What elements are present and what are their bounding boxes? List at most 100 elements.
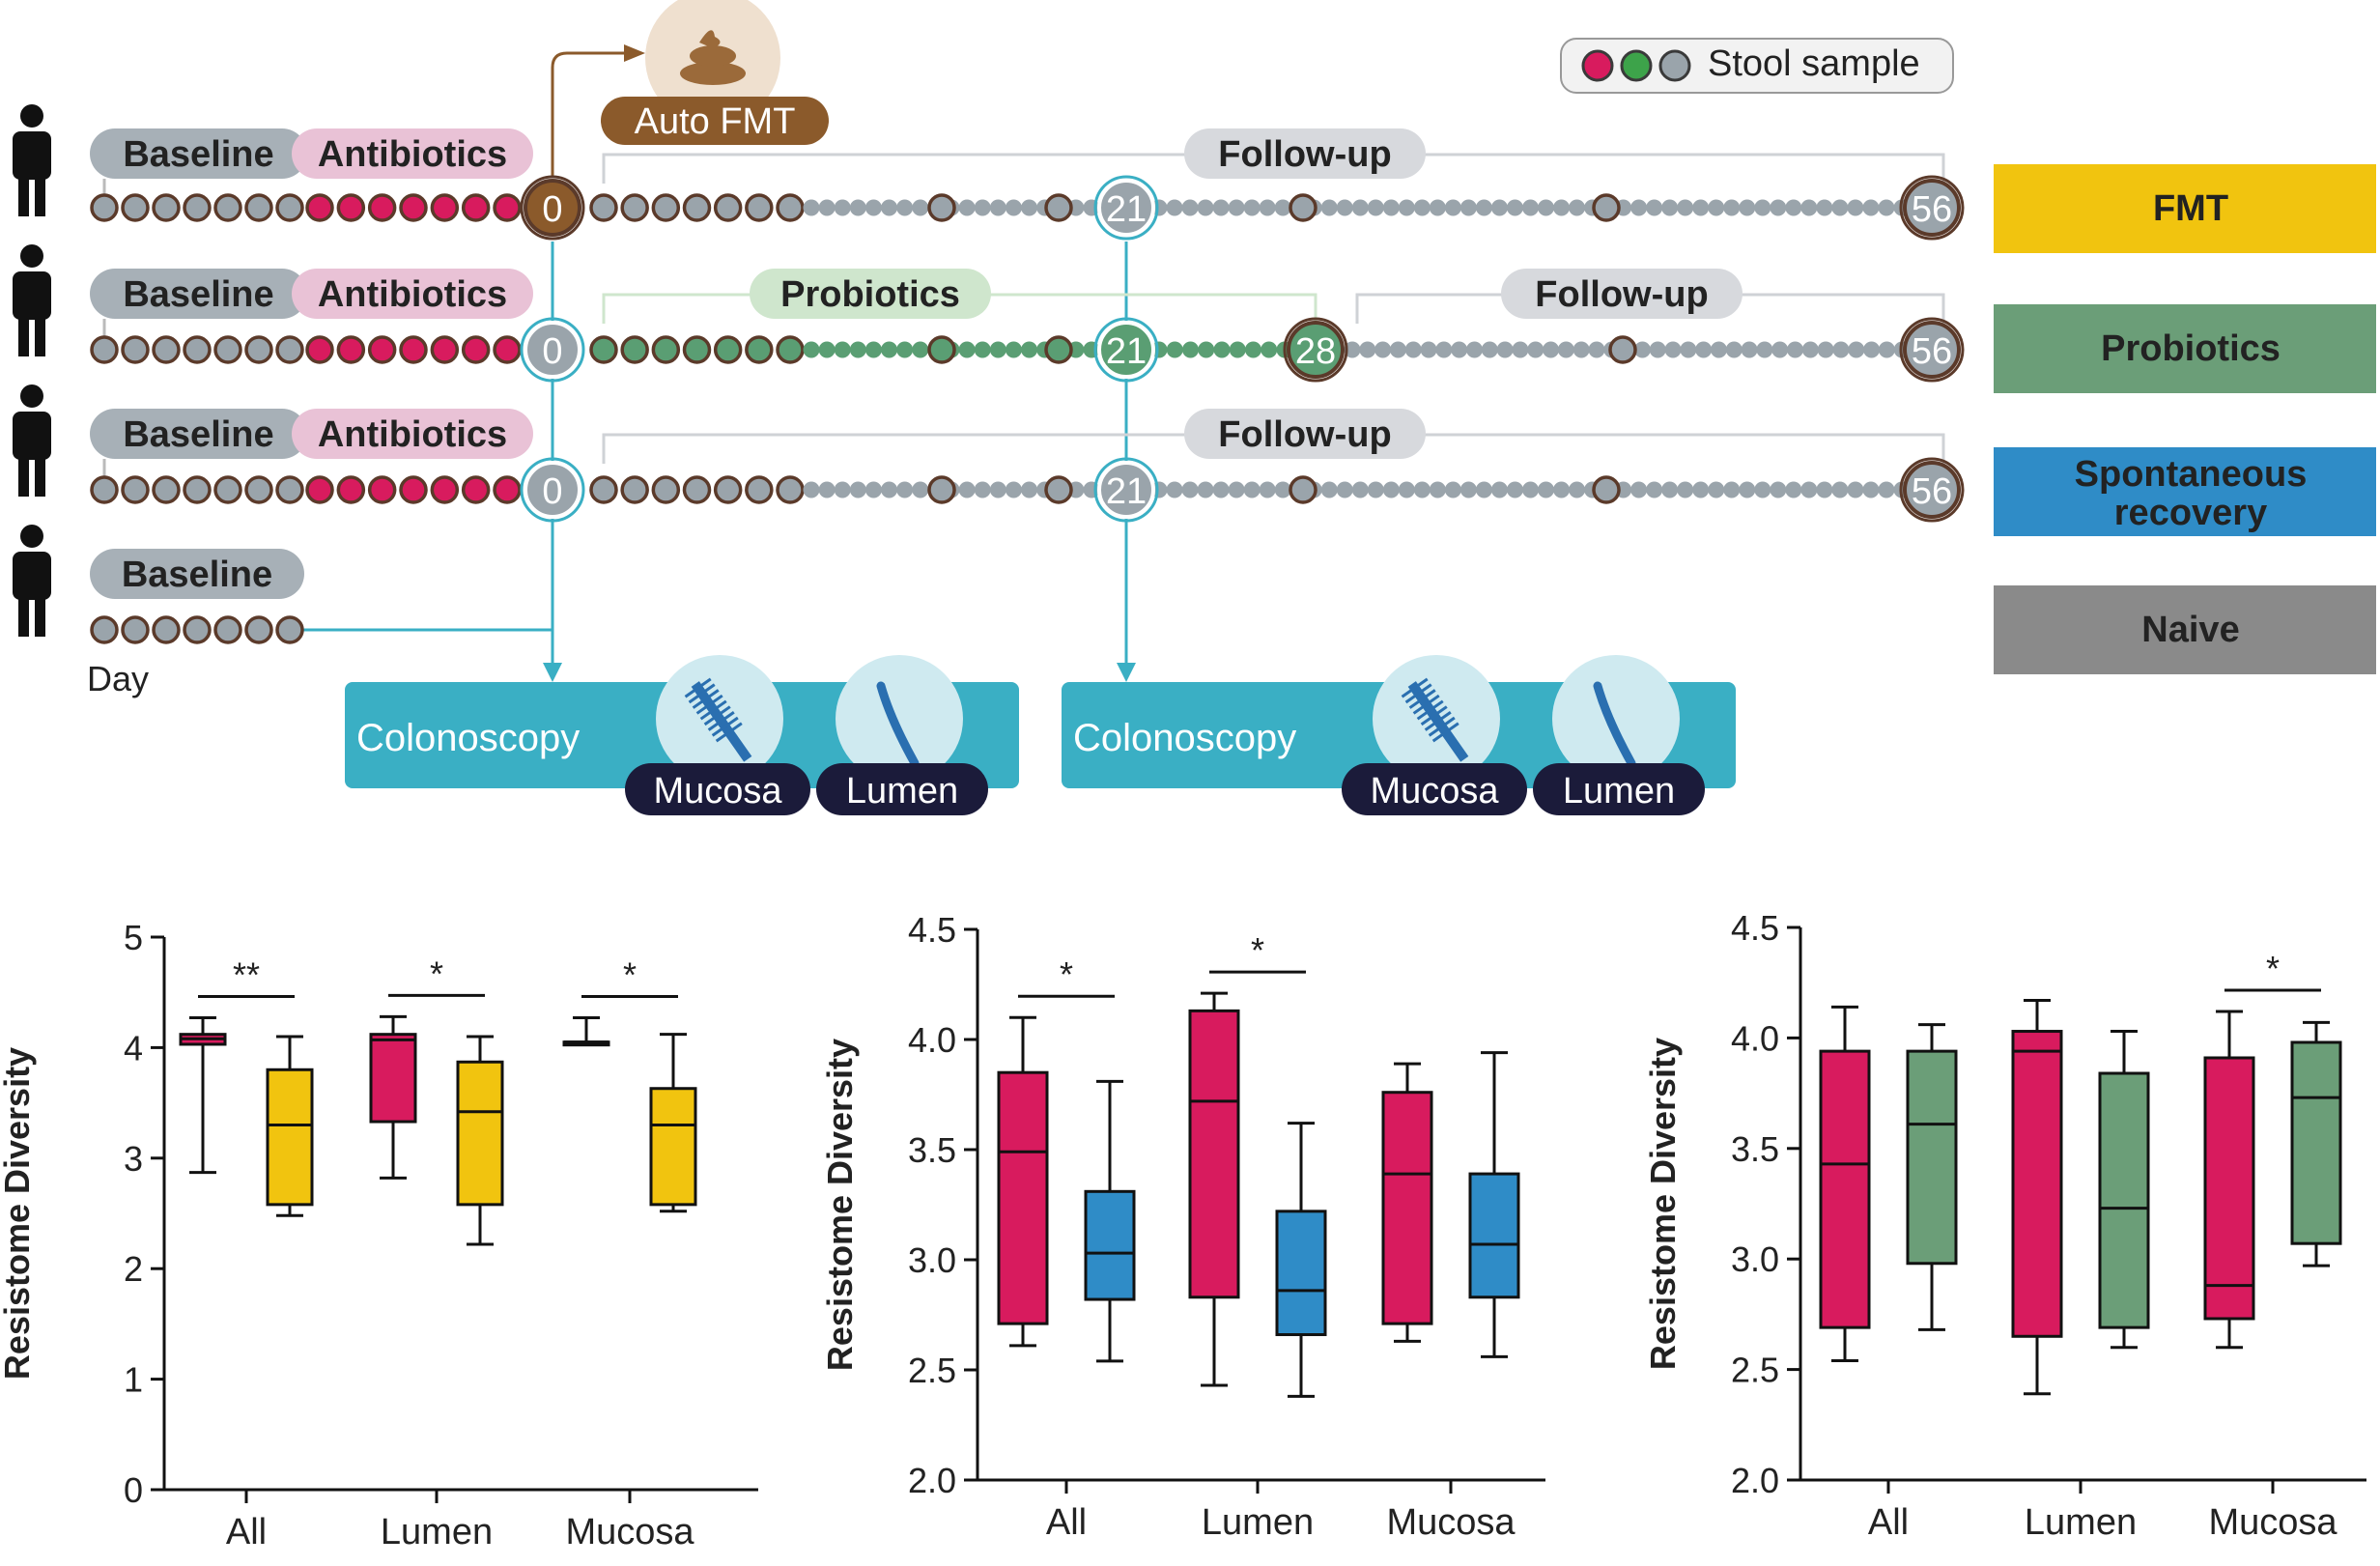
- person-leg: [35, 452, 45, 497]
- day-circle: [524, 461, 581, 519]
- box: [369, 1033, 417, 1124]
- sample-dot-small: [1451, 341, 1468, 358]
- follow-up-pill: [1501, 269, 1742, 319]
- stool-sample-dot: [927, 193, 956, 222]
- sample-dot-small: [803, 481, 820, 498]
- sample-dot-small: [1021, 481, 1038, 498]
- antibiotics-pill: [292, 269, 533, 319]
- arrow-head: [543, 663, 562, 682]
- sample-dot-small: [912, 481, 929, 498]
- y-tick-label: 0: [124, 1470, 143, 1510]
- group-box: [1994, 585, 2376, 674]
- sample-dot-small: [1739, 199, 1756, 216]
- stool-sample-dot: [1592, 475, 1621, 504]
- sample-dot-small: [1259, 481, 1276, 498]
- stool-sample-dot: [275, 335, 304, 364]
- brush-bristle: [695, 694, 723, 715]
- mucosa-label: Mucosa: [1370, 771, 1499, 811]
- stool-sample-dot: [213, 335, 242, 364]
- sample-dot-small: [1228, 481, 1245, 498]
- sample-dot-small: [1413, 199, 1431, 216]
- stool-sample-dot: [399, 475, 428, 504]
- sample-dot-small: [1228, 199, 1245, 216]
- timeline-fixed-text: Day Stool sample: [87, 43, 1920, 698]
- day-number: 21: [1106, 331, 1147, 372]
- sample-dot-small: [1213, 341, 1231, 358]
- antibiotics-label: Antibiotics: [318, 274, 507, 315]
- mucosa-tag: [625, 763, 810, 815]
- stool-sample-dot: [589, 475, 618, 504]
- sample-dot-small: [1166, 481, 1183, 498]
- baseline-pill: [90, 269, 307, 319]
- box: [649, 1087, 697, 1207]
- stool-sample-dot: [183, 475, 212, 504]
- stool-sample-dot: [651, 475, 681, 504]
- stool-sample-dot: [90, 615, 119, 644]
- sample-dot-small: [803, 199, 820, 216]
- y-tick-label: 2: [124, 1249, 143, 1289]
- sample-dot-small: [1787, 341, 1804, 358]
- stool-sample-dot: [213, 475, 242, 504]
- sample-dot-small: [1420, 341, 1437, 358]
- day-number: 28: [1295, 331, 1336, 372]
- sample-dot-small: [1649, 341, 1666, 358]
- stool-sample-dot: [927, 475, 956, 504]
- sample-dot-small: [1630, 481, 1648, 498]
- stool-sample-dot: [336, 475, 366, 504]
- brush-bristle: [707, 711, 735, 731]
- stool-sample-dot: [493, 475, 522, 504]
- sample-dot-small: [1553, 481, 1571, 498]
- day-circle: [1903, 461, 1961, 519]
- stool-sample-dot: [275, 193, 304, 222]
- y-tick-label: 1: [124, 1360, 143, 1400]
- sample-dot-small: [1496, 341, 1514, 358]
- sample-dot-small: [1785, 481, 1802, 498]
- stool-sample-dot: [183, 193, 212, 222]
- stool-sample-dot: [121, 193, 150, 222]
- x-tick-label: Mucosa: [2208, 1502, 2338, 1543]
- sample-dot-small: [1336, 199, 1353, 216]
- sample-dot-small: [1770, 199, 1787, 216]
- stool-sample-dot: [213, 615, 242, 644]
- follow-up-label: Follow-up: [1218, 134, 1391, 175]
- sample-dot-small: [1831, 481, 1849, 498]
- sample-dot-small: [1320, 481, 1338, 498]
- stool-sample-dot: [244, 475, 273, 504]
- stool-sample-dot: [461, 335, 491, 364]
- brush-bristle: [1404, 683, 1432, 704]
- sample-dot-small: [1351, 481, 1369, 498]
- brush-icon: [684, 677, 752, 762]
- sample-dot-small: [864, 199, 882, 216]
- sample-dot-small: [1848, 341, 1865, 358]
- sample-dot-small: [1344, 341, 1361, 358]
- colonoscopy-label: Colonoscopy: [356, 717, 580, 759]
- sample-dot-small: [1197, 481, 1214, 498]
- sample-dot-small: [1543, 341, 1560, 358]
- brush-bristle: [703, 705, 731, 726]
- sample-dot-small: [1336, 481, 1353, 498]
- person-icon: [13, 244, 51, 356]
- sample-dot-small: [1646, 199, 1663, 216]
- sample-dot-small: [849, 481, 866, 498]
- sample-dot-small: [1630, 199, 1648, 216]
- sample-dot-small: [1878, 481, 1895, 498]
- brush-bristle: [711, 716, 739, 737]
- tube-icon: [876, 681, 920, 768]
- y-tick-label: 3.0: [1731, 1239, 1779, 1279]
- stool-sample-dot: [90, 193, 119, 222]
- stool-sample-dot: [745, 193, 774, 222]
- antibiotics-pill: [292, 409, 533, 459]
- day-circle-ring: [1093, 175, 1159, 241]
- sample-dot-small: [1166, 199, 1183, 216]
- sample-dot-small: [1512, 341, 1529, 358]
- sample-dot-small: [1633, 341, 1651, 358]
- stool-sample-dot: [620, 193, 649, 222]
- sample-dot-small: [1459, 199, 1477, 216]
- sample-dot-small: [1005, 199, 1022, 216]
- sample-dot-small: [1553, 199, 1571, 216]
- person-icon: [13, 525, 51, 637]
- sample-dot-small: [1521, 481, 1539, 498]
- sample-dot-small: [1816, 481, 1833, 498]
